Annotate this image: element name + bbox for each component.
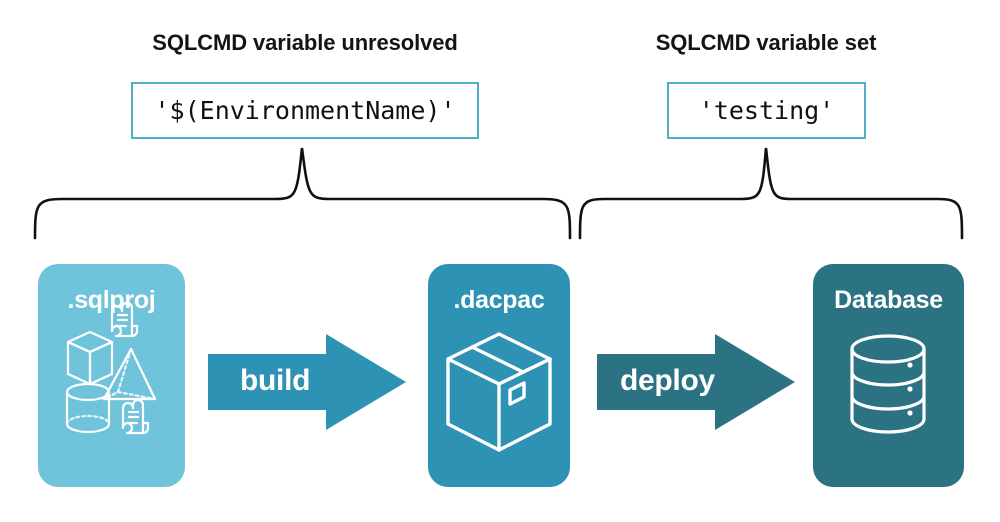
- arrow-deploy: [597, 334, 795, 430]
- code-text-environment-name: '$(EnvironmentName)': [154, 96, 456, 125]
- arrow-build: [208, 334, 406, 430]
- heading-sqlcmd-variable-set: SQLCMD variable set: [655, 30, 877, 55]
- arrow-build-label: build: [240, 364, 311, 397]
- arrow-deploy-label: deploy: [620, 364, 715, 397]
- card-dacpac: .dacpac: [428, 264, 570, 487]
- package-box-icon: [446, 332, 552, 452]
- code-text-testing: 'testing': [698, 96, 835, 125]
- card-dacpac-label: .dacpac: [453, 286, 545, 314]
- database-artwork: [850, 334, 926, 434]
- arrow-deploy-shape: [597, 334, 795, 430]
- cylinder-icon: [65, 382, 111, 434]
- code-box-unresolved-variable: '$(EnvironmentName)': [131, 82, 479, 139]
- heading-sqlcmd-variable-unresolved: SQLCMD variable unresolved: [152, 30, 458, 55]
- card-database: Database: [813, 264, 964, 487]
- card-database-label: Database: [834, 286, 943, 314]
- database-cylinder-icon: [850, 334, 926, 434]
- right-curly-brace: [578, 147, 964, 240]
- script-scroll-icon: [121, 398, 150, 435]
- cube-icon: [66, 330, 114, 386]
- card-sqlproj: .sqlproj: [38, 264, 185, 487]
- left-curly-brace: [33, 147, 572, 240]
- script-scroll-icon: [110, 301, 139, 338]
- sqlproj-artwork: [65, 301, 157, 435]
- code-box-resolved-variable: 'testing': [667, 82, 866, 139]
- arrow-build-shape: [208, 334, 406, 430]
- dacpac-artwork: [446, 332, 552, 452]
